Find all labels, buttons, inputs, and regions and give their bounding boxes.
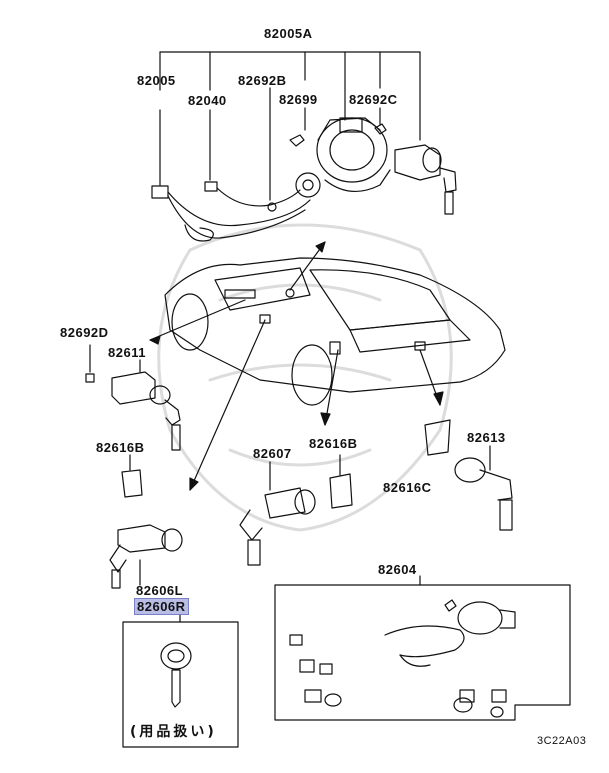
clip-82616C: [424, 419, 451, 456]
part-label-82607: 82607: [253, 446, 292, 461]
key-note-label: (用品扱い): [130, 724, 217, 740]
part-label-82005A: 82005A: [264, 26, 313, 41]
car-outline: [164, 257, 506, 406]
clip-82616B-left: [121, 454, 143, 498]
part-label-82692C: 82692C: [349, 92, 398, 107]
part-label-82040: 82040: [188, 93, 227, 108]
part-label-82613: 82613: [467, 430, 506, 445]
part-label-82611: 82611: [108, 345, 146, 360]
arrows: [149, 241, 444, 491]
part-label-82616B-left: 82616B: [96, 440, 145, 455]
part-label-82616C: 82616C: [383, 480, 432, 495]
part-label-82692B: 82692B: [238, 73, 287, 88]
leader-lines-top: [159, 51, 421, 201]
key-detail-box: [122, 611, 239, 748]
part-label-82606L: 82606L: [136, 583, 184, 598]
wiring-harness: [151, 181, 311, 242]
trunk-lock-82607: [239, 461, 316, 566]
clip-82616B-mid: [329, 454, 353, 509]
part-label-82692D: 82692D: [60, 325, 109, 340]
part-label-82699: 82699: [279, 92, 318, 107]
figure-code: 3C22A03: [537, 735, 587, 747]
lock-kit-box-82604: [274, 575, 571, 721]
part-label-82604: 82604: [378, 562, 417, 577]
watermark-emblem: [157, 223, 453, 532]
part-label-82005: 82005: [137, 73, 176, 88]
steering-lock-assembly: [289, 117, 457, 215]
part-label-82616B-mid: 82616B: [309, 436, 358, 451]
door-cylinder-82606: [109, 524, 183, 589]
lid-lock-82613: [454, 445, 513, 531]
door-lock-82611: [85, 344, 181, 451]
part-label-82606R[interactable]: 82606R: [134, 598, 189, 615]
